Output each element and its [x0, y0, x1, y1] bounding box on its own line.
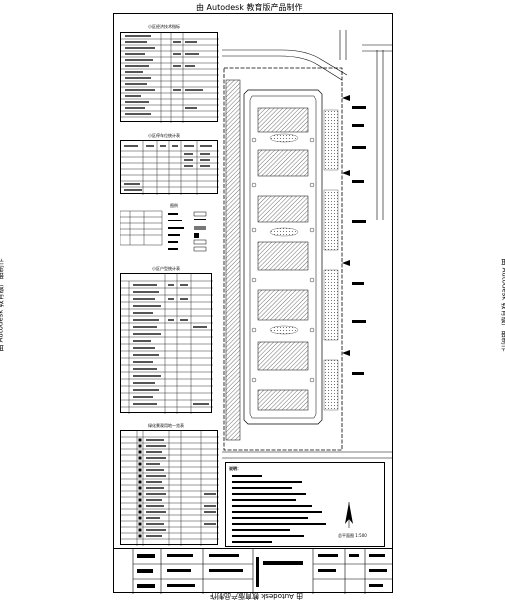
site-plan-drawing [222, 30, 392, 459]
note-line [232, 517, 308, 519]
note-line [232, 493, 306, 495]
legend-block: 图例 [119, 203, 218, 263]
unit-type-table-title: 小区户型统计表 [152, 266, 180, 271]
economic-indicators-table [120, 32, 219, 123]
north-arrow-icon [338, 500, 360, 534]
greening-grid [121, 431, 219, 546]
north-arrow-graphic [345, 502, 353, 528]
unit-type-grid [121, 274, 213, 414]
note-line [232, 505, 312, 507]
unit-type-table [120, 273, 213, 414]
notes-title: 说明： [229, 466, 241, 471]
greening-table [120, 430, 219, 546]
design-notes: 说明： [225, 462, 385, 547]
scale-label: 总平面图 1:500 [338, 533, 367, 539]
note-line [232, 481, 302, 483]
note-line [232, 529, 290, 531]
parking-grid [121, 141, 219, 195]
note-line [232, 523, 326, 525]
watermark-left: 由 Autodesk 教育版产品制作 [0, 258, 5, 351]
note-line [232, 535, 304, 537]
note-line [232, 511, 322, 513]
watermark-right: 由 Autodesk 教育版产品制作 [500, 258, 505, 352]
title-block-grid [132, 549, 393, 594]
note-line [232, 499, 296, 501]
economic-indicators-grid [121, 33, 219, 123]
greening-table-title: 绿化景观用地一览表 [148, 423, 184, 428]
parking-table [120, 140, 219, 195]
note-line [232, 487, 292, 489]
legend-symbols [119, 210, 207, 252]
watermark-top: 由 Autodesk 教育版产品制作 [196, 3, 303, 12]
parking-table-title: 小区停车位统计表 [148, 133, 180, 138]
legend-title: 图例 [170, 203, 178, 208]
plan-scale: 1:500 [355, 533, 367, 538]
economic-indicators-title: 小区经济技术指标 [148, 24, 180, 29]
site-plan [222, 20, 392, 460]
note-line [232, 541, 272, 543]
plan-label: 总平面图 [338, 533, 354, 538]
title-block [113, 548, 393, 594]
note-line [232, 475, 262, 477]
